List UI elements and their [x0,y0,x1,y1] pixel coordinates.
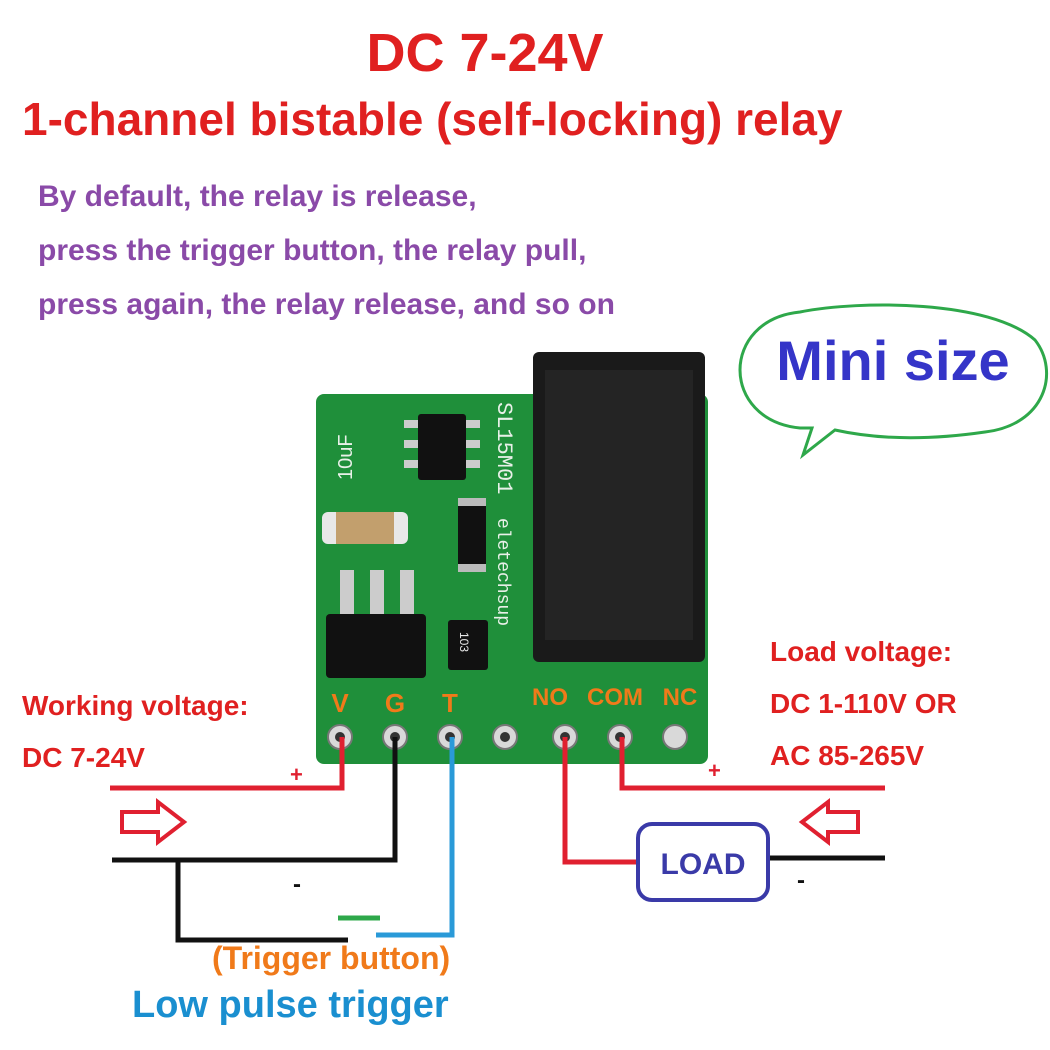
pin-hole-nc [662,724,688,750]
speech-bubble: Mini size [738,303,1049,460]
silk-brand: eletechsup [492,518,512,626]
wires [110,737,885,943]
title: DC 7-24V [366,23,604,83]
pin-label-nc: NC [663,684,698,711]
silk-cap: 10uF [335,434,357,480]
arrow-left-icon [798,797,860,847]
wire-v-positive [110,737,345,791]
working-voltage-label: Working voltage: [22,690,249,721]
load-voltage-label: Load voltage: [770,636,953,667]
ic-chip [418,414,466,480]
pin-label-g: G [385,688,405,718]
bubble-text: Mini size [776,329,1009,392]
description-line-3: press again, the relay release, and so o… [38,288,615,321]
wire-trigger-ground [175,860,348,943]
pin-label-no: NO [532,684,568,711]
load-voltage-line1: DC 1-110V OR [770,688,957,719]
pin-label-v: V [331,688,349,718]
resistor-103 [448,620,488,670]
diode [458,498,486,572]
minus-left: - [293,871,301,898]
silk-resistor: 103 [457,632,471,652]
low-pulse-trigger-label: Low pulse trigger [132,984,449,1026]
load-voltage-line2: AC 85-265V [770,740,925,771]
capacitor-large [336,512,394,544]
description-line-1: By default, the relay is release, [38,180,477,213]
plus-right: + [708,758,721,783]
working-voltage-value: DC 7-24V [22,742,145,773]
wire-trigger-t [376,737,455,938]
wire-com-positive [619,737,885,791]
silk-model: SL15M01 [491,402,516,494]
pin-label-com: COM [587,684,643,711]
load-box [636,822,770,902]
wire-no [562,737,638,865]
wire-g-negative [112,737,398,863]
minus-right: - [797,867,805,894]
transistor [326,614,426,678]
plus-left: + [290,762,303,787]
description-line-2: press the trigger button, the relay pull… [38,234,587,267]
load-label: LOAD [661,848,746,881]
trigger-button-label: (Trigger button) [212,940,451,976]
pin-label-t: T [442,688,458,718]
arrow-right-icon [120,797,188,847]
pcb-board: 10uF SL15M01 eletechsup 103 V G T NO COM… [316,352,708,764]
subtitle: 1-channel bistable (self-locking) relay [22,93,843,145]
